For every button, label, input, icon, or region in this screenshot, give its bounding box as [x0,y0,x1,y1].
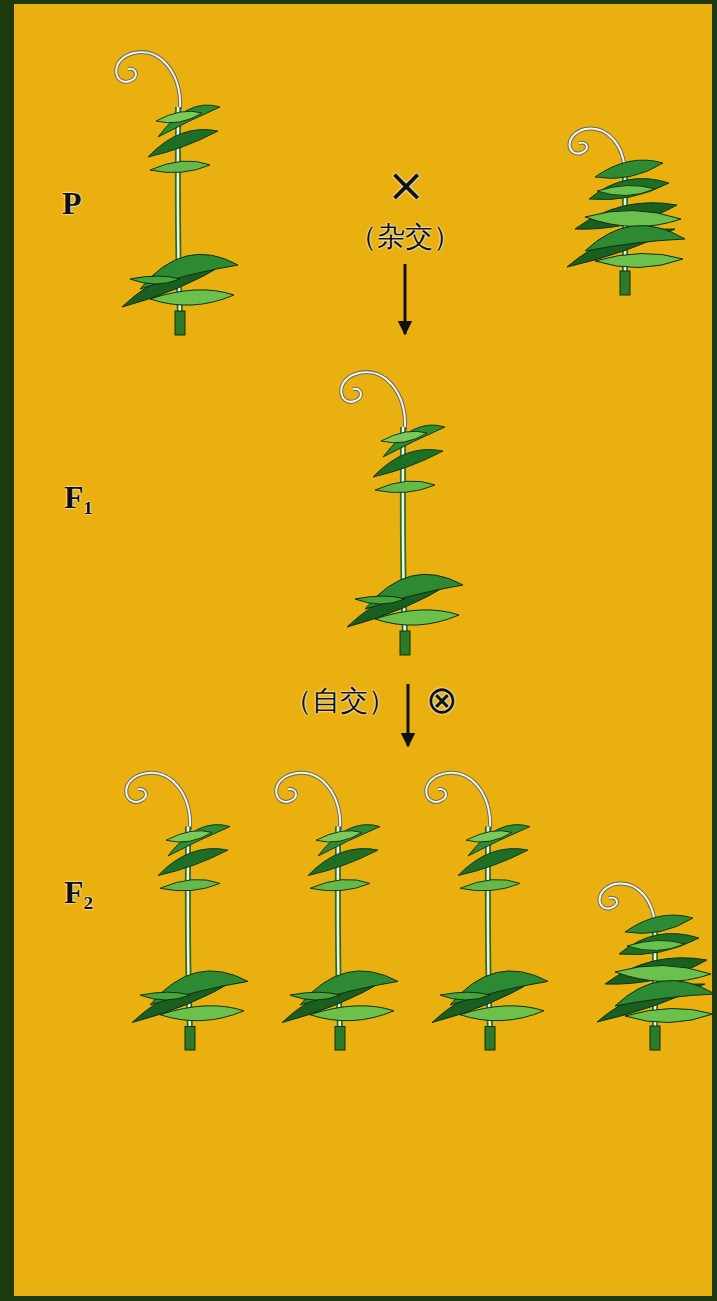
tall-pea-plant [126,773,248,1050]
ground [14,4,712,1296]
tall-pea-plant [116,52,238,335]
tall-pea-plant [426,773,548,1050]
dwarf-pea-plant [597,883,715,1050]
generation-label: P [62,186,82,221]
self-note: （自交） [284,686,396,717]
tall-pea-plant [276,773,398,1050]
cross-note: （杂交） [349,222,461,253]
cross-symbol: × [387,160,426,211]
selfing-symbol: ⊗ [426,680,458,722]
generation-label: F₁ [64,480,93,515]
self-arrow [407,684,410,746]
cross-arrow [404,264,407,334]
generation-label: F₂ [64,875,93,910]
dwarf-pea-plant [567,128,685,295]
tall-pea-plant [341,372,463,655]
